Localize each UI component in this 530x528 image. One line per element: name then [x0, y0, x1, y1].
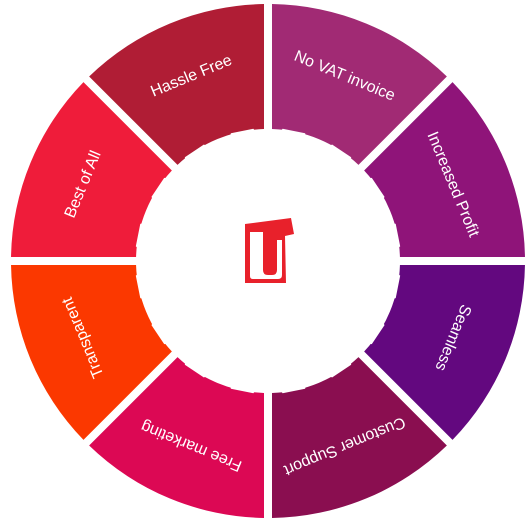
segment-customer-support [271, 357, 447, 518]
wheel-center [135, 128, 401, 394]
segment-free-marketing [89, 357, 265, 518]
segment-transparent [11, 264, 172, 440]
segment-no-vat-invoice [271, 4, 447, 165]
segment-best-of-all [11, 82, 172, 258]
segment-increased-profit [364, 82, 525, 258]
segment-hassle-free [89, 4, 265, 165]
wheel-segments [11, 4, 525, 518]
shopping-bag-icon [245, 218, 294, 283]
segment-seamless [364, 264, 525, 440]
